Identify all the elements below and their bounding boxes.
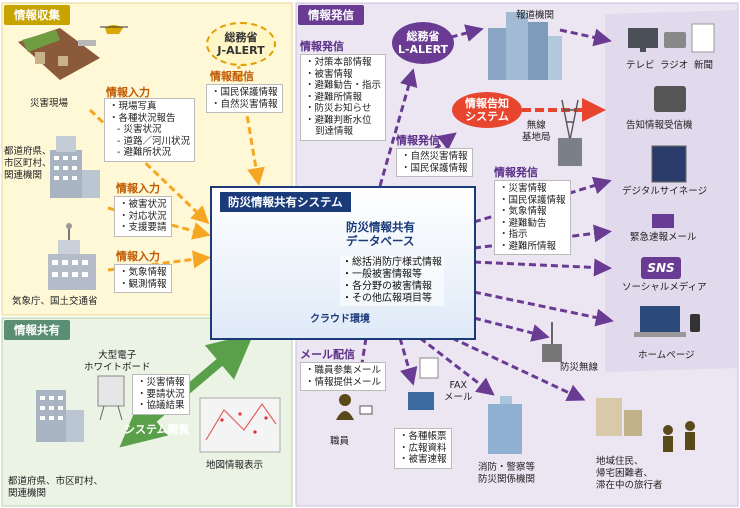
out2-title: 情報発信: [396, 134, 440, 147]
distrib-box: 国民保護情報自然災害情報: [206, 84, 283, 113]
out3-box: 災害情報国民保護情報 気象情報避難勧告 指示避難所情報: [494, 180, 571, 255]
mail-box: 職員参集メール情報提供メール: [300, 362, 387, 391]
cloud-label: クラウド環境: [310, 314, 370, 325]
mail-deliver-title: メール配信: [300, 348, 355, 361]
pref-label-collect: 都道府県、市区町村、関連機関: [4, 146, 52, 181]
browse-label: システム閲覧: [124, 423, 190, 436]
tv-radio-paper-icons: [628, 23, 715, 53]
laptop-icon: [634, 306, 700, 337]
fire-label: 消防・警察等防災関係機関: [478, 462, 536, 485]
site-label: 災害現場: [30, 98, 69, 109]
resident-buildings: [596, 398, 695, 452]
station-label: 無線基地局: [522, 120, 551, 143]
map-display: [199, 397, 281, 453]
signage-label: デジタルサイネージ: [622, 186, 708, 197]
paper-label: 新聞: [694, 60, 714, 71]
input3-box: 気象情報観測情報: [114, 264, 172, 293]
disaster-site-illustration: [18, 25, 128, 80]
collect-header: 情報収集: [4, 5, 70, 25]
staff-icon: [336, 394, 373, 420]
radio-label: ラジオ: [660, 60, 689, 71]
share-header: 情報共有: [4, 320, 70, 340]
pref-building-collect: [50, 136, 100, 198]
radio-tower: [558, 99, 582, 166]
output-arrows: [352, 24, 614, 402]
pref-building-share: [36, 390, 84, 442]
wireless-label: 防災無線: [560, 362, 599, 373]
signage-icon: [651, 145, 687, 183]
db-items: 総括消防庁様式情報一般被害情報等 各分野の被害情報その他広報項目等: [340, 256, 444, 306]
input2-title: 情報入力: [116, 182, 160, 195]
system-title: 防災情報共有システム: [220, 192, 351, 212]
mail-icon: [652, 214, 674, 228]
input3-title: 情報入力: [116, 250, 160, 263]
media-buildings: [488, 12, 562, 80]
notice-circle: 情報告知システム: [452, 92, 522, 128]
mail-label: 緊急速報メール: [630, 232, 697, 243]
media-label: 報道機関: [516, 10, 555, 21]
out2-box: 自然災害情報国民保護情報: [396, 148, 473, 177]
org-label-share: 都道府県、市区町村、関連機関: [8, 476, 104, 499]
db-title: 防災情報共有データベース: [346, 220, 415, 248]
input2-box: 被害状況対応状況支援要請: [114, 196, 172, 237]
weather-building: [48, 223, 96, 290]
map-label: 地図情報表示: [206, 460, 264, 471]
wireless-icon: [542, 322, 562, 362]
input1-title: 情報入力: [106, 86, 150, 99]
distrib-title: 情報配信: [210, 70, 254, 83]
weather-label: 気象庁、国土交通省: [12, 296, 98, 307]
receiver-label: 告知情報受信機: [626, 120, 693, 131]
deliver-header: 情報発信: [298, 5, 364, 25]
forms-box: 各種帳票広報資料被害速報: [394, 428, 452, 469]
deliver-column-bg: [605, 10, 738, 372]
out1-box: 対策本部情報被害情報 避難勧告・指示避難所情報 防災お知らせ避難判断水位 到達情…: [300, 54, 387, 141]
share-green-arrow: [119, 333, 254, 448]
fire-building: [488, 396, 522, 454]
input1-box: 現場写真 各種状況報告 - 災害状況 - 道路／河川状況 - 避難所状況: [104, 98, 195, 162]
receiver-icon: [654, 86, 686, 112]
social-label: ソーシャルメディア: [622, 282, 707, 293]
sns-badge: SNS: [641, 257, 681, 279]
resident-label: 地域住民、帰宅困難者、滞在中の旅行者: [596, 456, 663, 491]
whiteboard-label: 大型電子ホワイトボード: [84, 350, 151, 373]
staff-label: 職員: [330, 436, 350, 447]
out1-title: 情報発信: [300, 40, 344, 53]
out3-title: 情報発信: [494, 166, 538, 179]
tv-label: テレビ: [626, 60, 655, 71]
share-box: 災害情報要請状況協議結果: [132, 374, 190, 415]
homepage-label: ホームページ: [638, 350, 695, 361]
fax-icon: [408, 357, 439, 410]
